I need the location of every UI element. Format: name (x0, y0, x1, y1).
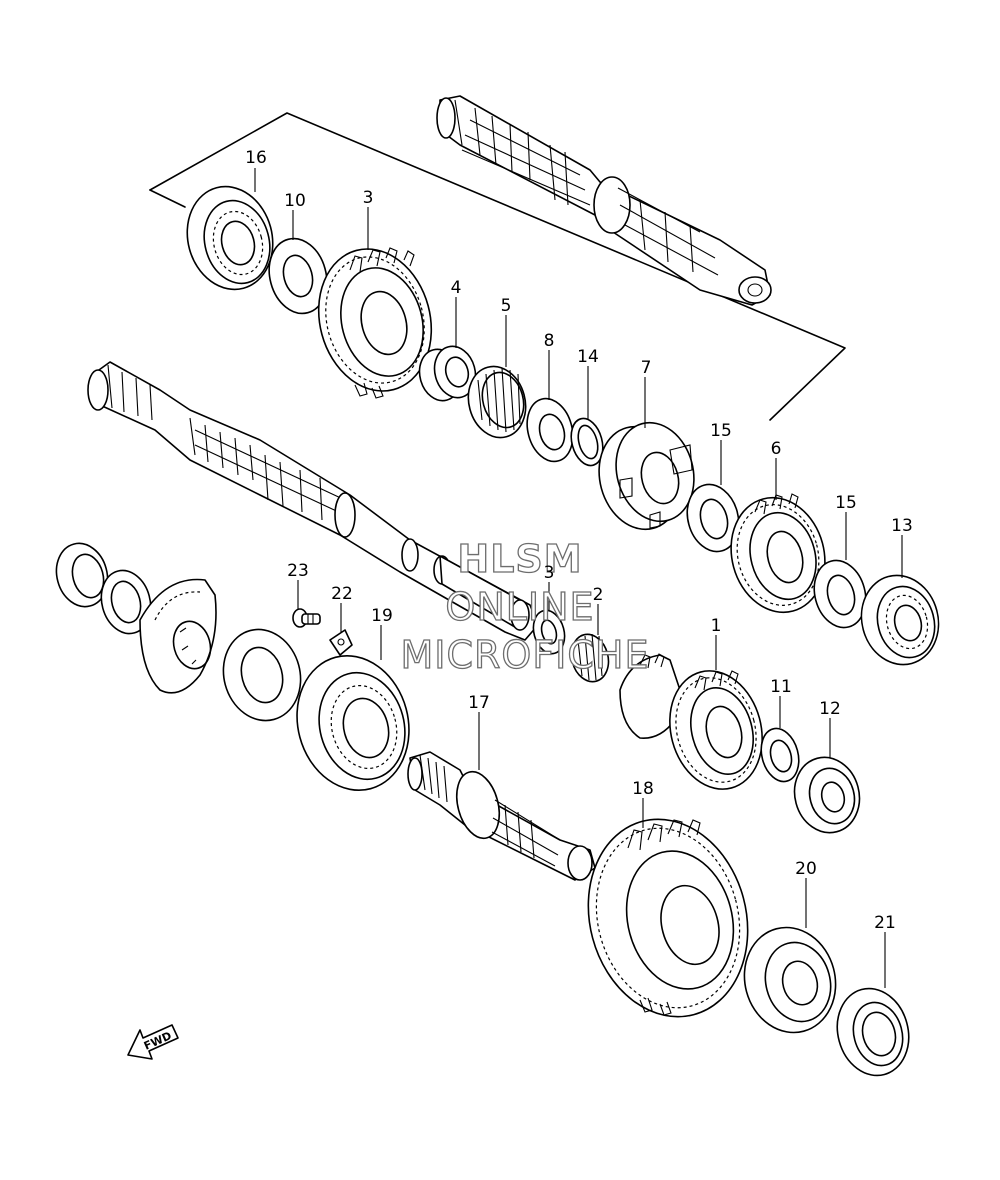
washer-15-a (686, 483, 740, 553)
needle-bearing-2 (570, 633, 610, 683)
callout-20: 20 (795, 859, 817, 879)
upper-shaft (436, 95, 772, 306)
assembly-outline (149, 112, 846, 421)
bushing-4 (418, 345, 477, 402)
output-shaft-17 (407, 751, 596, 881)
needle-bearing-5 (467, 365, 527, 439)
callout-labels: 16 10 3 4 5 8 14 7 15 6 15 13 23 22 19 3… (245, 148, 913, 933)
watermark: HLSM ONLINE MICROFICHE (400, 536, 649, 677)
callout-15-b: 15 (835, 493, 857, 513)
watermark-line2: ONLINE (445, 585, 594, 629)
oil-seal-21 (836, 987, 910, 1077)
callout-10: 10 (284, 191, 306, 211)
callout-18: 18 (632, 779, 654, 799)
bevel-gear (139, 578, 217, 694)
bearing-12 (793, 756, 861, 834)
callout-1: 1 (711, 616, 722, 636)
plate-22 (329, 629, 353, 656)
washer-15-b (813, 559, 867, 629)
gear-3-upper (317, 247, 433, 399)
washer-10 (268, 237, 328, 315)
washer-center (222, 628, 302, 722)
gear-6 (730, 493, 826, 614)
callout-3-upper: 3 (363, 188, 374, 208)
callout-4: 4 (451, 278, 462, 298)
gear-18 (587, 818, 749, 1018)
washer-11 (760, 727, 800, 783)
callout-21: 21 (874, 913, 896, 933)
oil-seal-left (55, 542, 109, 608)
callout-19: 19 (371, 606, 393, 626)
main-shaft (87, 361, 539, 641)
bearing-20 (743, 926, 837, 1034)
bearing-19 (296, 654, 410, 792)
callout-16: 16 (245, 148, 267, 168)
callout-3-lower: 3 (544, 563, 555, 583)
callout-6: 6 (771, 439, 782, 459)
callout-7: 7 (641, 358, 652, 378)
callout-11: 11 (770, 677, 792, 697)
callout-8: 8 (544, 331, 555, 351)
bearing-13 (860, 574, 940, 666)
callout-23: 23 (287, 561, 309, 581)
callout-22: 22 (331, 584, 353, 604)
washer-3-lower (532, 609, 566, 655)
watermark-line1: HLSM (457, 537, 582, 581)
gear-7 (598, 421, 695, 531)
leader-lines (254, 168, 903, 988)
circlip-14 (570, 417, 604, 467)
watermark-line3: MICROFICHE (400, 633, 649, 677)
callout-14: 14 (577, 347, 599, 367)
callout-5: 5 (501, 296, 512, 316)
callout-13: 13 (891, 516, 913, 536)
washer-left (100, 569, 152, 635)
callout-2: 2 (593, 585, 604, 605)
callout-15-a: 15 (710, 421, 732, 441)
callout-17: 17 (468, 693, 490, 713)
bolt-23 (292, 608, 321, 628)
gear-1 (619, 653, 763, 790)
callout-12: 12 (819, 699, 841, 719)
fwd-indicator: FWD (127, 1024, 179, 1060)
washer-8 (526, 397, 574, 463)
fwd-arrow-icon (127, 1024, 179, 1060)
bearing-16 (186, 185, 274, 291)
